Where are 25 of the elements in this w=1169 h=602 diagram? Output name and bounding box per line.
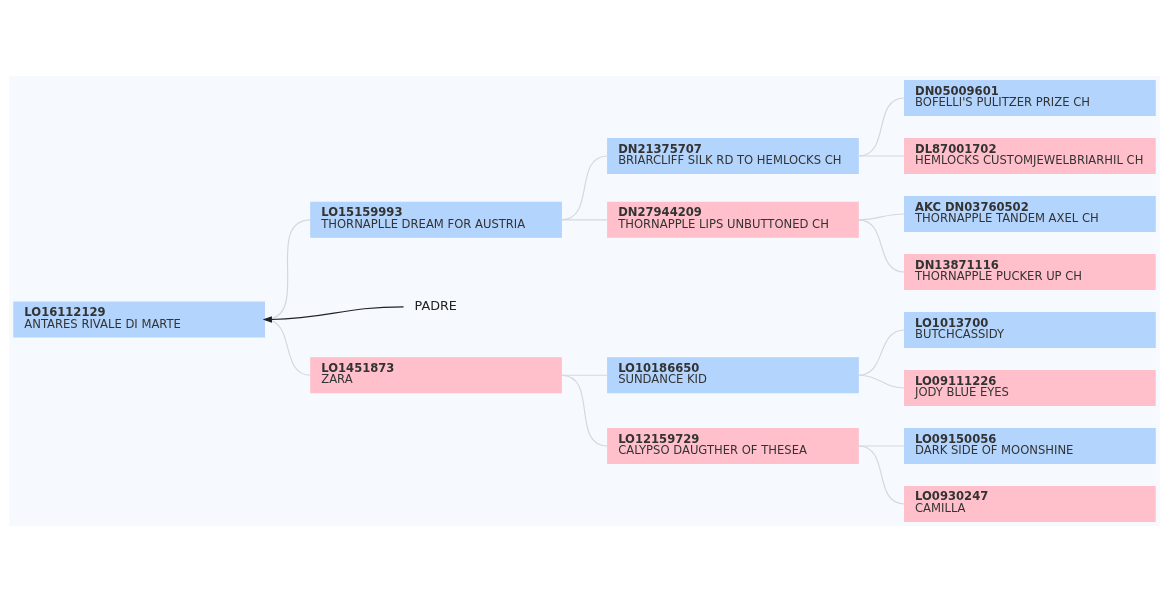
connector <box>857 329 906 376</box>
node-box: DN13871116 THORNAPPLE PUCKER UP CH <box>904 254 1156 290</box>
node-box: DN05009601 BOFELLI'S PULITZER PRIZE CH <box>904 80 1156 116</box>
node-box: LO09150056 DARK SIDE OF MOONSHINE <box>904 428 1156 464</box>
node-box: LO10186650 SUNDANCE KID <box>607 357 859 394</box>
connector <box>857 219 906 273</box>
node-box: LO1451873 ZARA <box>310 357 562 394</box>
node-box: LO0930247 CAMILLA <box>904 486 1156 522</box>
connector <box>857 374 906 389</box>
node-box: LO12159729 CALYPSO DAUGTHER OF THESEA <box>607 428 859 464</box>
node-box: DN27944209 THORNAPPLE LIPS UNBUTTONED CH <box>607 201 859 238</box>
connector <box>857 445 906 505</box>
connector <box>560 155 609 221</box>
connector <box>857 97 906 157</box>
node-box: DN21375707 BRIARCLIFF SILK RD TO HEMLOCKS CH <box>607 138 859 174</box>
node-box: LO1013700 BUTCHCASSIDY <box>904 312 1156 348</box>
node-box: LO16112129 ANTARES RIVALE DI MARTE <box>13 301 265 338</box>
connector <box>263 219 312 321</box>
node-box: AKC DN03760502 THORNAPPLE TANDEM AXEL CH <box>904 196 1156 232</box>
node-box: LO15159993 THORNAPLLE DREAM FOR AUSTRIA <box>310 201 562 238</box>
connector <box>560 374 609 447</box>
node-box: LO09111226 JODY BLUE EYES <box>904 370 1156 406</box>
node-text: PADRE <box>414 298 457 314</box>
arrow <box>262 306 405 323</box>
node-box: DL87001702 HEMLOCKS CUSTOMJEWELBRIARHIL CH <box>904 138 1156 174</box>
